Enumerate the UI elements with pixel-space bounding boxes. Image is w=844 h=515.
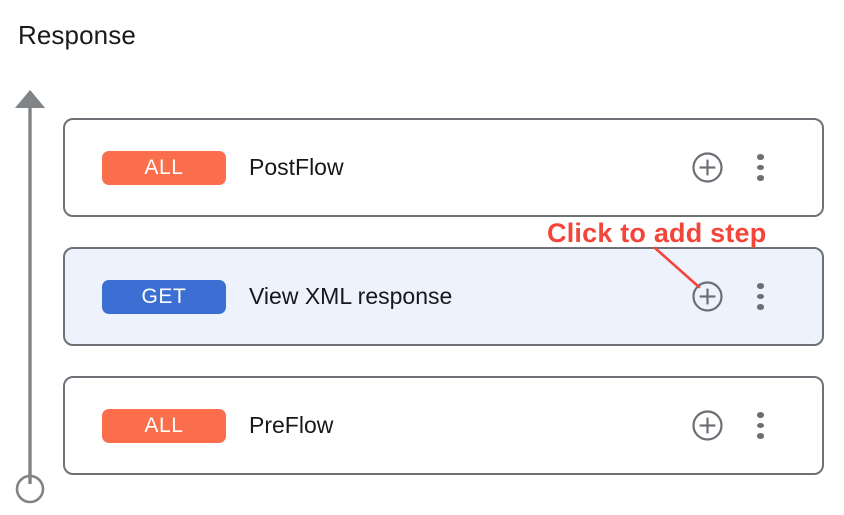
annotation-callout-text: Click to add step bbox=[547, 218, 767, 248]
page-title: Response bbox=[18, 20, 136, 50]
row-actions bbox=[692, 281, 765, 312]
verb-badge-all: ALL bbox=[102, 408, 226, 443]
verb-badge-all: ALL bbox=[102, 150, 226, 185]
verb-badge-get: GET bbox=[102, 279, 226, 314]
row-actions bbox=[692, 152, 765, 183]
plus-circle-icon[interactable] bbox=[692, 152, 723, 183]
kebab-menu-icon[interactable] bbox=[756, 281, 765, 312]
flow-step-row-view-xml-response[interactable]: GET View XML response bbox=[63, 247, 824, 346]
flow-direction-arrow bbox=[10, 84, 66, 510]
flow-step-list: ALL PostFlow GET View XML response bbox=[63, 118, 824, 475]
kebab-menu-icon[interactable] bbox=[756, 152, 765, 183]
flow-step-label: View XML response bbox=[249, 283, 453, 309]
flow-step-row-postflow[interactable]: ALL PostFlow bbox=[63, 118, 824, 217]
flow-step-label: PostFlow bbox=[249, 154, 344, 180]
flow-step-label: PreFlow bbox=[249, 412, 334, 438]
flow-step-row-preflow[interactable]: ALL PreFlow bbox=[63, 376, 824, 475]
plus-circle-icon[interactable] bbox=[692, 281, 723, 312]
row-actions bbox=[692, 410, 765, 441]
plus-circle-icon[interactable] bbox=[692, 410, 723, 441]
kebab-menu-icon[interactable] bbox=[756, 410, 765, 441]
